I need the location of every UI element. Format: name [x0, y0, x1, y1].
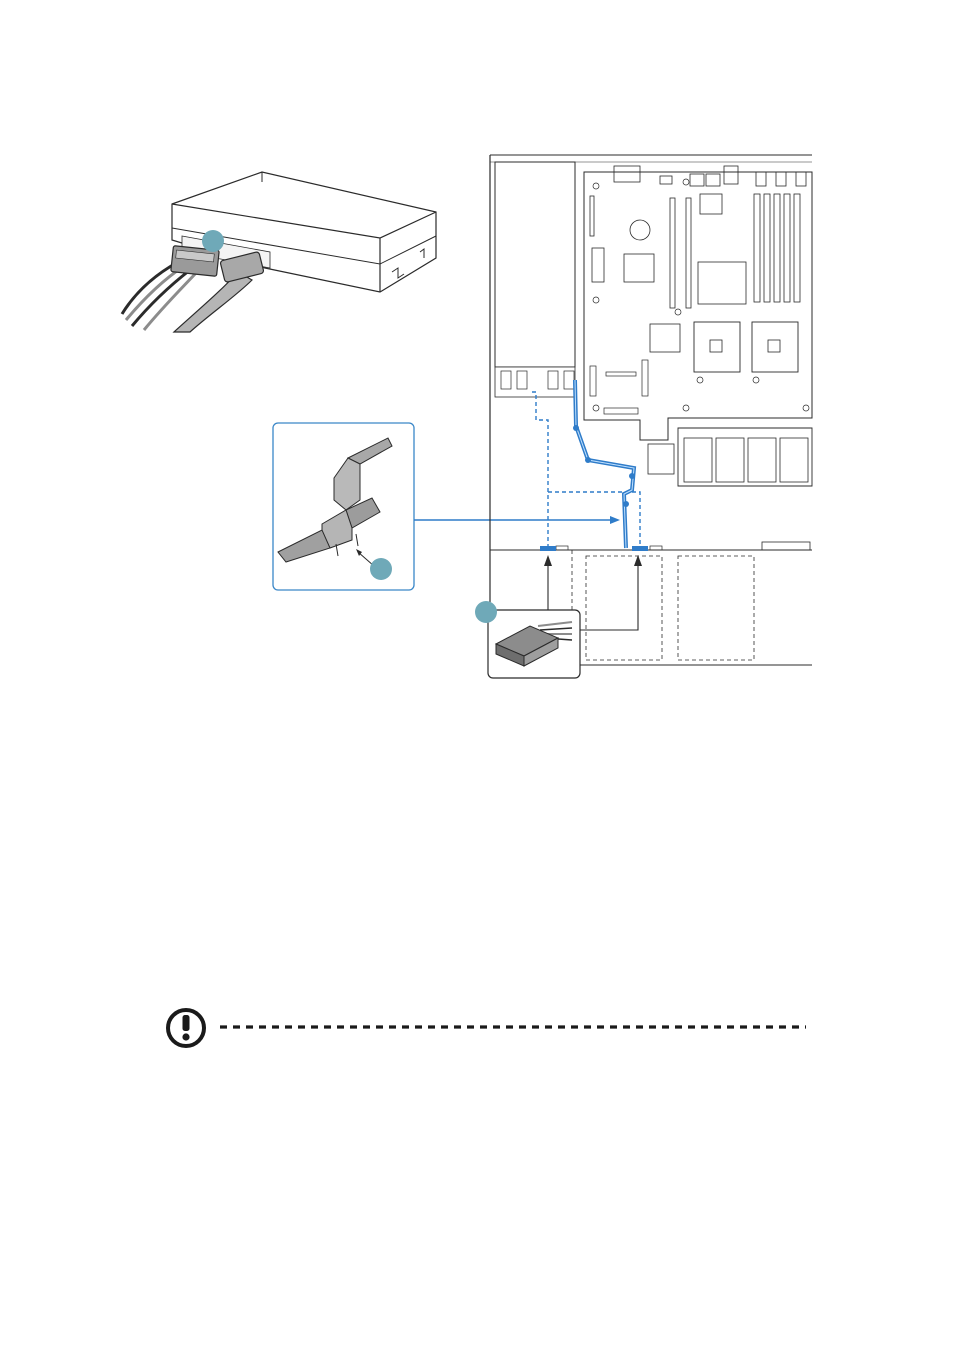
server-chassis	[490, 155, 812, 676]
caution-notice	[168, 1010, 806, 1046]
hard-drive-illustration	[122, 172, 436, 332]
system-fans	[648, 428, 812, 486]
connector-detail-panel	[475, 601, 580, 678]
motherboard	[584, 166, 812, 440]
clip-detail-panel	[273, 423, 414, 590]
power-supply	[495, 162, 575, 367]
callout-marker-1	[202, 230, 224, 252]
callout-marker-2	[370, 558, 392, 580]
callout-marker-3	[475, 601, 497, 623]
drive-bays	[556, 542, 810, 660]
caution-icon	[168, 1010, 204, 1046]
